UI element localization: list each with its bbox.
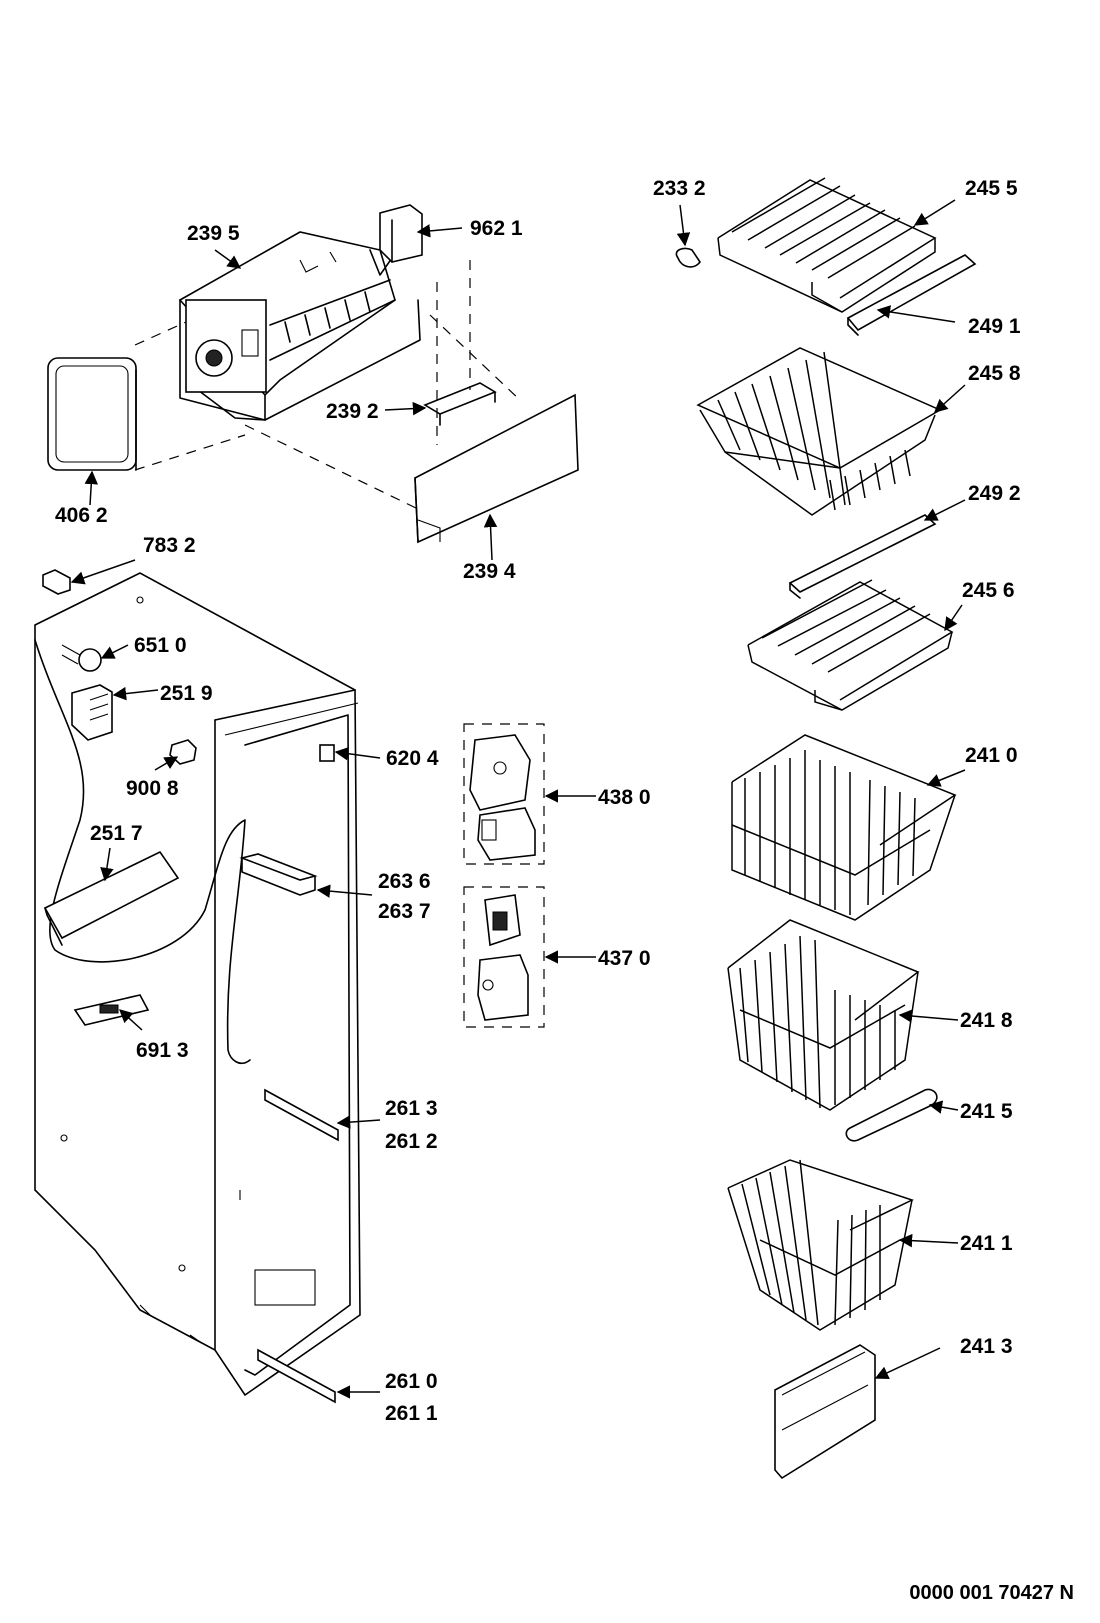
label-241-1: 241 1	[960, 1232, 1013, 1255]
roller-part	[845, 1088, 938, 1142]
shelf-knob	[675, 247, 701, 268]
sensor-part	[319, 744, 335, 762]
board-box-437	[463, 886, 545, 1028]
label-261-0: 261 0	[385, 1370, 438, 1393]
label-241-8: 241 8	[960, 1009, 1013, 1032]
label-620-4: 620 4	[386, 747, 439, 770]
document-number: 0000 001 70427 N	[909, 1582, 1074, 1604]
label-900-8: 900 8	[126, 777, 179, 800]
label-245-6: 245 6	[962, 579, 1015, 602]
ice-maker-assembly	[47, 204, 579, 544]
shelf-trim-middle	[788, 514, 937, 593]
label-249-1: 249 1	[968, 315, 1021, 338]
shelf-trim-upper	[846, 254, 977, 332]
wire-basket-2	[727, 919, 920, 1111]
label-239-2: 239 2	[326, 400, 379, 423]
wire-basket-1	[731, 734, 957, 921]
label-241-0: 241 0	[965, 744, 1018, 767]
label-239-4: 239 4	[463, 560, 516, 583]
shelf-rail-lower	[257, 1348, 336, 1404]
label-437-0: 437 0	[598, 947, 651, 970]
light-lens	[43, 850, 180, 940]
fill-cup	[379, 204, 423, 263]
electronic-boards	[463, 723, 545, 1028]
leader-lines	[70, 199, 966, 1399]
label-245-8: 245 8	[968, 362, 1021, 385]
lamp-cover	[71, 684, 113, 741]
lamp-bulb	[78, 648, 102, 672]
label-241-3: 241 3	[960, 1335, 1013, 1358]
label-241-5: 241 5	[960, 1100, 1013, 1123]
label-783-2: 783 2	[143, 534, 196, 557]
label-261-2: 261 2	[385, 1130, 438, 1153]
label-691-3: 691 3	[136, 1039, 189, 1062]
label-233-2: 233 2	[653, 177, 706, 200]
basket-front-panel	[774, 1344, 876, 1480]
freezer-liner	[34, 572, 361, 1397]
label-962-1: 962 1	[470, 217, 523, 240]
label-263-6: 263 6	[378, 870, 431, 893]
wire-shelf-upper	[717, 177, 937, 313]
shelf-rail-upper	[264, 1088, 339, 1142]
wire-basket-top	[696, 347, 942, 516]
board-box-438	[463, 723, 545, 865]
ice-maker-cover	[47, 357, 137, 471]
label-263-7: 263 7	[378, 900, 431, 923]
label-261-3: 261 3	[385, 1097, 438, 1120]
ice-maker-motor-housing	[185, 299, 267, 393]
label-261-1: 261 1	[385, 1402, 438, 1425]
wire-shelf-middle	[747, 579, 954, 711]
label-245-5: 245 5	[965, 177, 1018, 200]
label-249-2: 249 2	[968, 482, 1021, 505]
label-651-0: 651 0	[134, 634, 187, 657]
label-406-2: 406 2	[55, 504, 108, 527]
clip-part	[42, 569, 71, 595]
wire-basket-3	[727, 1159, 914, 1331]
label-251-7: 251 7	[90, 822, 143, 845]
part-labels: 233 2 245 5 239 5 962 1 249 1 245 8 239 …	[55, 177, 1021, 1425]
label-438-0: 438 0	[598, 786, 651, 809]
ice-maker-bracket	[423, 382, 497, 415]
liner-small-parts	[42, 569, 339, 1404]
label-251-9: 251 9	[160, 682, 213, 705]
label-239-5: 239 5	[187, 222, 240, 245]
